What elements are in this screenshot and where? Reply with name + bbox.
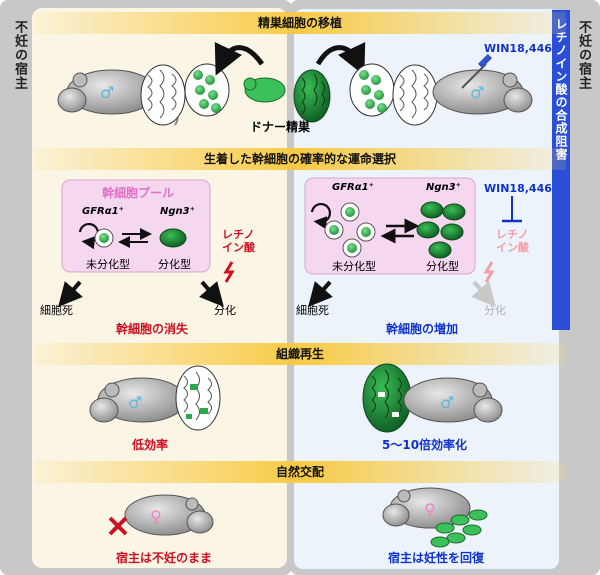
regen-right-label: 5〜10倍効率化: [382, 436, 467, 453]
right-death-label: 細胞死: [296, 302, 329, 318]
donor-label: ドナー精巣: [250, 118, 310, 135]
svg-text:♂: ♂: [128, 393, 142, 412]
donor-testis: [294, 70, 330, 122]
left-result: 幹細胞の消失: [116, 320, 188, 337]
donor-mouse: [244, 78, 285, 102]
right-gene1: GFRα1⁺: [332, 182, 374, 193]
left-gene1: GFRα1⁺: [82, 206, 124, 217]
left-host-testis: [141, 65, 185, 125]
right-transplanted-cells: [350, 64, 394, 116]
right-gene2: Ngn3⁺: [426, 182, 461, 193]
left-diff-outcome: 分化: [214, 302, 236, 318]
right-host-testis: [393, 65, 437, 125]
transplant-arrow-right: [318, 48, 358, 64]
right-lightning-icon: [486, 262, 492, 282]
left-regen-mouse: ♂: [90, 378, 186, 422]
right-retinoic-label: レチノ イン酸: [496, 228, 529, 254]
svg-text:♀: ♀: [424, 500, 436, 519]
left-diff-cell: [160, 229, 186, 247]
svg-text:♂: ♂: [100, 83, 114, 102]
left-diff-arrow: [202, 282, 216, 298]
regen-left-label: 低効率: [132, 436, 168, 453]
svg-text:♂: ♂: [440, 393, 454, 412]
right-host-mouse: ♂: [433, 70, 532, 114]
left-undiff-label: 未分化型: [86, 256, 130, 272]
right-regen-mouse: ♂: [404, 378, 502, 422]
right-result: 幹細胞の増加: [386, 320, 458, 337]
drug-label-top: WIN18,446: [484, 42, 552, 55]
left-retinoic-label: レチノ イン酸: [222, 228, 255, 254]
left-female-mouse: ♀: [125, 495, 213, 535]
left-lightning-icon: [226, 262, 232, 282]
right-diff-arrow: [474, 282, 488, 298]
left-regen-testis: [176, 366, 220, 430]
transplant-arrow-left: [222, 48, 262, 64]
infertile-x-icon: [110, 518, 126, 534]
mating-right-label: 宿主は妊性を回復: [388, 549, 484, 566]
left-diff-label: 分化型: [158, 256, 191, 272]
right-diff-label: 分化型: [426, 258, 459, 274]
svg-text:♀: ♀: [150, 507, 162, 526]
svg-text:♂: ♂: [470, 83, 484, 102]
left-gene2: Ngn3⁺: [160, 206, 195, 217]
right-diff-outcome: 分化: [484, 302, 506, 318]
right-death-arrow: [316, 282, 330, 298]
left-pool-title: 幹細胞プール: [102, 184, 174, 201]
left-death-label: 細胞死: [40, 302, 73, 318]
left-death-arrow: [66, 282, 80, 298]
drug-label-mid: WIN18,446: [484, 182, 552, 195]
mating-left-label: 宿主は不妊のまま: [116, 549, 212, 566]
right-undiff-label: 未分化型: [332, 258, 376, 274]
inhibition-symbol: [502, 196, 522, 221]
left-transplanted-cells: [185, 64, 229, 116]
